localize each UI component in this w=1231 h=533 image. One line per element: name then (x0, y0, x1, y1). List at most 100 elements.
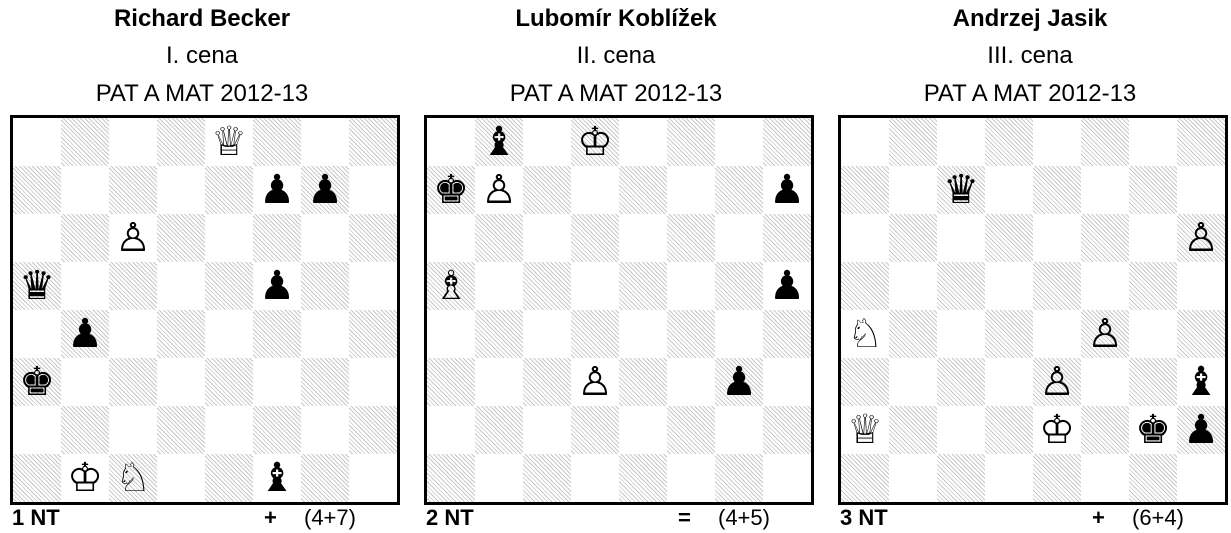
dark-square (1177, 310, 1225, 358)
dark-square (841, 454, 889, 502)
light-square (1081, 262, 1129, 310)
dark-square (475, 406, 523, 454)
light-square (109, 310, 157, 358)
light-square (13, 118, 61, 166)
dark-square (157, 118, 205, 166)
dark-square (253, 118, 301, 166)
dark-square (715, 454, 763, 502)
light-square (1177, 166, 1225, 214)
dark-square (109, 358, 157, 406)
light-square (667, 454, 715, 502)
light-square (427, 406, 475, 454)
black-pawn-icon: ♟ (721, 359, 757, 405)
black-queen-icon: ♛ (19, 263, 55, 309)
light-square (619, 118, 667, 166)
dark-square (763, 214, 811, 262)
black-bishop-icon: ♝ (1183, 359, 1219, 405)
white-queen-icon: ♕ (211, 119, 247, 165)
chess-board: ♛♙♘♙♙♝♕♔♚♟ (838, 115, 1228, 505)
prize-label: I. cena (165, 42, 239, 69)
dark-square (157, 406, 205, 454)
black-bishop-icon: ♝ (259, 455, 295, 501)
light-square (619, 214, 667, 262)
dark-square (253, 406, 301, 454)
black-pawn-icon: ♟ (307, 167, 343, 213)
dark-square (571, 214, 619, 262)
light-square (667, 262, 715, 310)
black-pawn-icon: ♟ (769, 167, 805, 213)
light-square (841, 118, 889, 166)
light-square (349, 358, 397, 406)
light-square (985, 262, 1033, 310)
black-pawn-icon: ♟ (1183, 407, 1219, 453)
light-square (523, 310, 571, 358)
source-label: PAT A MAT 2012-13 (95, 80, 309, 107)
problem-label: 3 NT (840, 505, 888, 530)
piece-count: (4+7) (304, 505, 356, 530)
light-square (715, 310, 763, 358)
light-square (475, 454, 523, 502)
dark-square (1081, 310, 1129, 358)
light-square (1033, 214, 1081, 262)
light-square (301, 214, 349, 262)
light-square (523, 214, 571, 262)
light-square (205, 406, 253, 454)
light-square (427, 118, 475, 166)
light-square (715, 118, 763, 166)
light-square (841, 214, 889, 262)
light-square (571, 262, 619, 310)
white-knight-icon: ♘ (115, 455, 151, 501)
light-square (61, 262, 109, 310)
light-square (1033, 310, 1081, 358)
dark-square (253, 310, 301, 358)
dark-square (1129, 262, 1177, 310)
dark-square (667, 310, 715, 358)
dark-square (1081, 406, 1129, 454)
dark-square (937, 454, 985, 502)
author-name: Richard Becker (113, 5, 291, 32)
white-pawn-icon: ♙ (1039, 359, 1075, 405)
dark-square (619, 454, 667, 502)
dark-square (1033, 262, 1081, 310)
dark-square (109, 166, 157, 214)
light-square (301, 310, 349, 358)
dark-square (667, 214, 715, 262)
piece-count: (4+5) (718, 505, 770, 530)
light-square (985, 166, 1033, 214)
light-square (157, 166, 205, 214)
dark-square (13, 358, 61, 406)
dark-square (427, 262, 475, 310)
dark-square (841, 262, 889, 310)
dark-square (157, 310, 205, 358)
white-king-icon: ♔ (577, 119, 613, 165)
light-square (1129, 118, 1177, 166)
white-pawn-icon: ♙ (577, 359, 613, 405)
diagram-1: Richard Becker I. cena PAT A MAT 2012-13… (2, 0, 402, 533)
black-pawn-icon: ♟ (769, 263, 805, 309)
dark-square (937, 262, 985, 310)
chess-board: ♕♟♟♙♛♟♟♚♔♘♝ (10, 115, 400, 505)
dark-square (349, 310, 397, 358)
light-square (889, 166, 937, 214)
result-symbol: = (678, 505, 691, 530)
light-square (1033, 118, 1081, 166)
dark-square (61, 118, 109, 166)
dark-square (889, 118, 937, 166)
light-square (427, 310, 475, 358)
dark-square (61, 214, 109, 262)
dark-square (61, 406, 109, 454)
light-square (349, 262, 397, 310)
black-king-icon: ♚ (433, 167, 469, 213)
dark-square (619, 262, 667, 310)
dark-square (157, 214, 205, 262)
light-square (1081, 166, 1129, 214)
light-square (349, 454, 397, 502)
dark-square (763, 310, 811, 358)
white-king-icon: ♔ (67, 455, 103, 501)
dark-square (1129, 454, 1177, 502)
light-square (763, 454, 811, 502)
dark-square (619, 358, 667, 406)
light-square (667, 166, 715, 214)
light-square (1129, 214, 1177, 262)
light-square (157, 262, 205, 310)
